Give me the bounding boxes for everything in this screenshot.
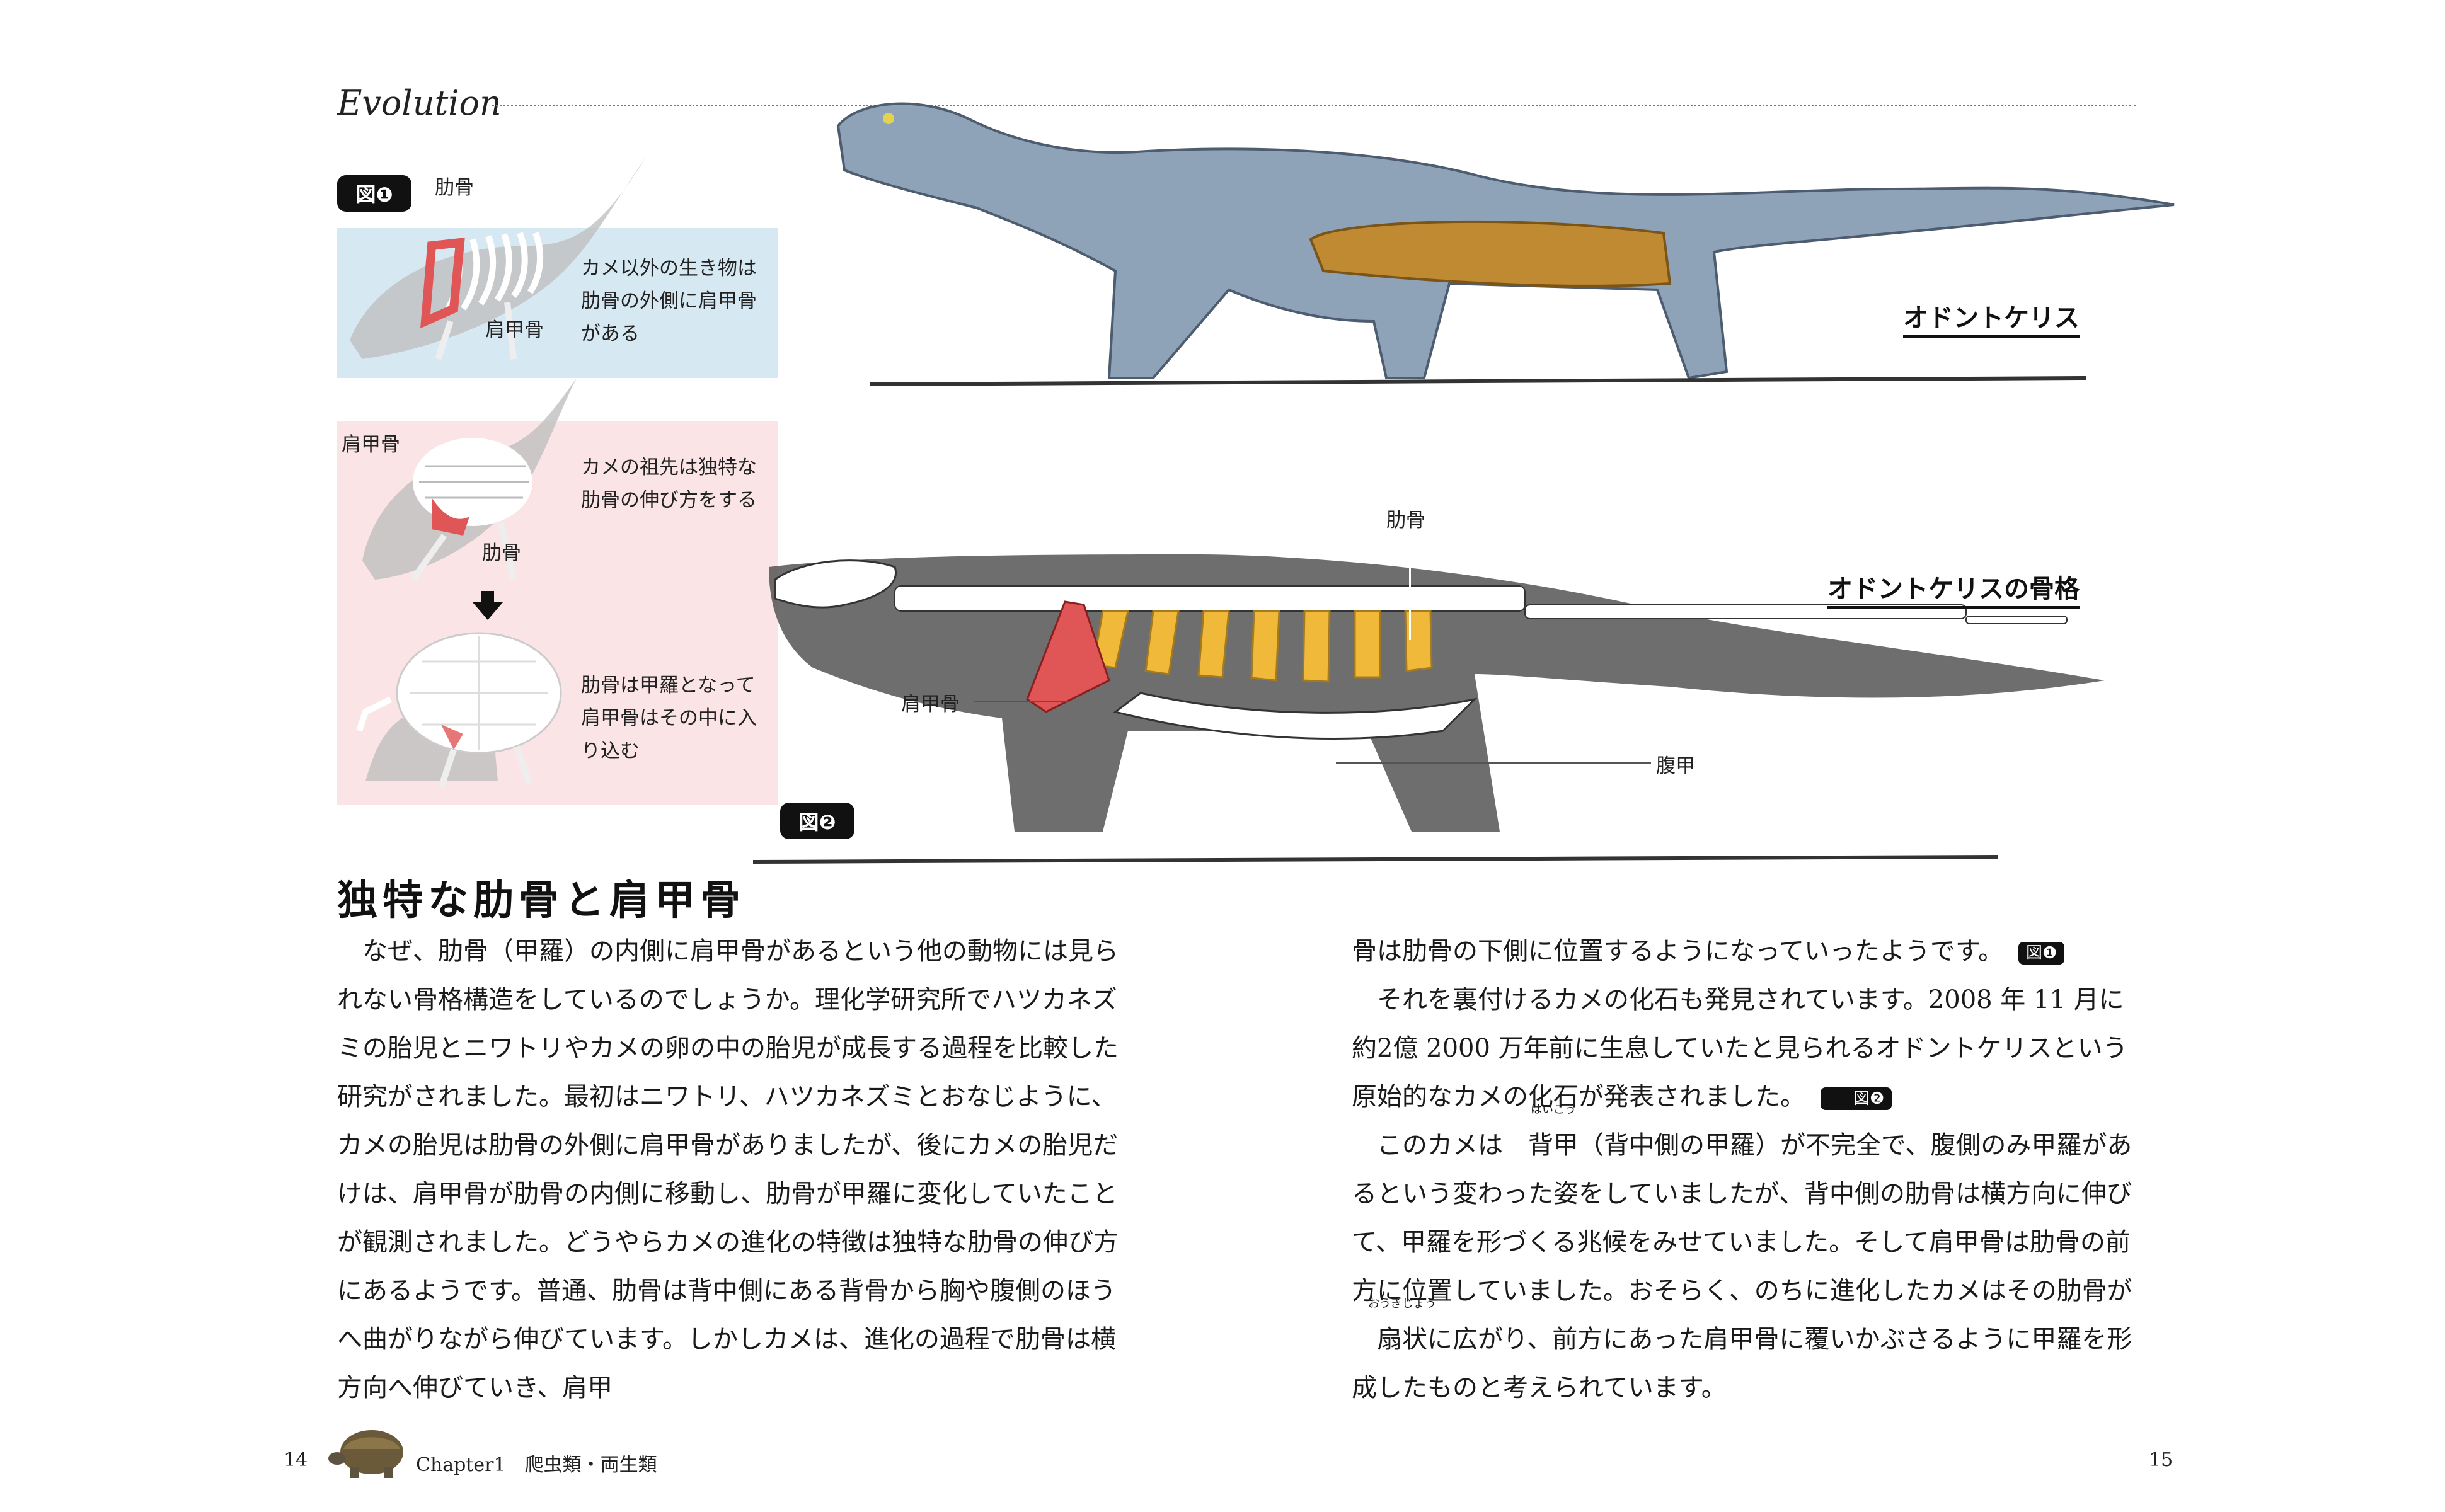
figure2-rib-label: 肋骨 [1386,509,1425,532]
ruby-ougijou-base: 扇状 [1377,1325,1427,1354]
right-p3-text-b: （背中側の甲羅）が不完全で、腹側のみ甲羅があるという変わった姿をしていましたが、… [1352,1131,2132,1305]
left-page-number: 14 [284,1449,308,1471]
figure2-badge: 図❷ [780,803,854,839]
odontochelys-skeleton-title: オドントケリスの骨格 [1827,568,2080,609]
turtle-skeleton-illustration [356,632,562,789]
right-p1-text: 骨は肋骨の下側に位置するようになっていったようです。 [1352,937,2003,966]
right-p2-text: それを裏付けるカメの化石も発見されています。2008 年 11 月に約2億 20… [1352,985,2128,1111]
figure1-top-rib-label: 肋骨 [435,176,474,199]
ruby-haikou: はいこう背甲 [1503,1104,1579,1170]
article-right-p1: 骨は肋骨の下側に位置するようになっていったようです。図❶ [1352,927,2133,976]
figure2-plastron-label: 腹甲 [1656,755,1695,777]
figure1-middle-scapula-label: 肩甲骨 [342,433,400,456]
right-p3-text-c: に広がり、前方にあった肩甲骨に覆いかぶさるように甲羅を形成したものと考えられてい… [1352,1325,2132,1402]
article-right-p3: このカメははいこう背甲（背中側の甲羅）が不完全で、腹側のみ甲羅があるという変わっ… [1352,1104,2133,1412]
figure1-bottom-caption: 肋骨は甲羅となって肩甲骨はその中に入り込む [581,674,757,762]
figure2-scapula-label: 肩甲骨 [901,693,960,716]
down-arrow-icon [473,591,503,620]
article-left-column: なぜ、肋骨（甲羅）の内側に肩甲骨があるという他の動物には見られない骨格構造をして… [337,927,1119,1412]
figure1-middle-caption: カメの祖先は独特な肋骨の伸び方をする [581,456,757,512]
ruby-ougijou-reading: おうぎじょう [1368,1297,1436,1310]
figure2-plastron-leader [1336,762,1651,764]
figure2-rib-leader [1409,533,1411,640]
odontochelys-illustration [836,102,2175,386]
header-dotted-rule [492,105,2136,106]
article-left-paragraph: なぜ、肋骨（甲羅）の内側に肩甲骨があるという他の動物には見られない骨格構造をして… [337,937,1119,1402]
article-right-column: 骨は肋骨の下側に位置するようになっていったようです。図❶ それを裏付けるカメの化… [1352,927,2133,1412]
odontochelys-skeleton-diagram [752,554,2105,864]
right-p3-text-a: このカメは [1377,1131,1503,1160]
figure1-badge: 図❶ [337,175,411,212]
figure2-reference: 図❷ [1821,1087,1892,1110]
figure1-middle-rib-label: 肋骨 [482,542,521,564]
ruby-haikou-reading: はいこう [1531,1103,1576,1116]
article-heading: 独特な肋骨と肩甲骨 [337,878,745,924]
ruby-haikou-base: 背甲 [1528,1131,1579,1160]
odontochelys-title: オドントケリス [1903,297,2080,338]
tortoise-icon [328,1430,403,1478]
ancestor-skeleton-illustration [362,378,577,581]
right-page-number: 15 [2149,1449,2173,1471]
figure2-scapula-leader [974,701,1068,702]
figure1-top-scapula-label: 肩甲骨 [485,319,544,341]
figure1-reference: 図❶ [2018,942,2065,965]
chapter-label: Chapter1 爬虫類・両生類 [416,1454,657,1476]
figure1-top-caption: カメ以外の生き物は肋骨の外側に肩甲骨がある [581,257,757,345]
article-right-p2: それを裏付けるカメの化石も発見されています。2008 年 11 月に約2億 20… [1352,976,2133,1121]
section-label: Evolution [337,83,502,123]
ruby-ougijou: おうぎじょう扇状 [1352,1298,1436,1364]
lizard-skeleton-illustration-top [350,158,646,360]
